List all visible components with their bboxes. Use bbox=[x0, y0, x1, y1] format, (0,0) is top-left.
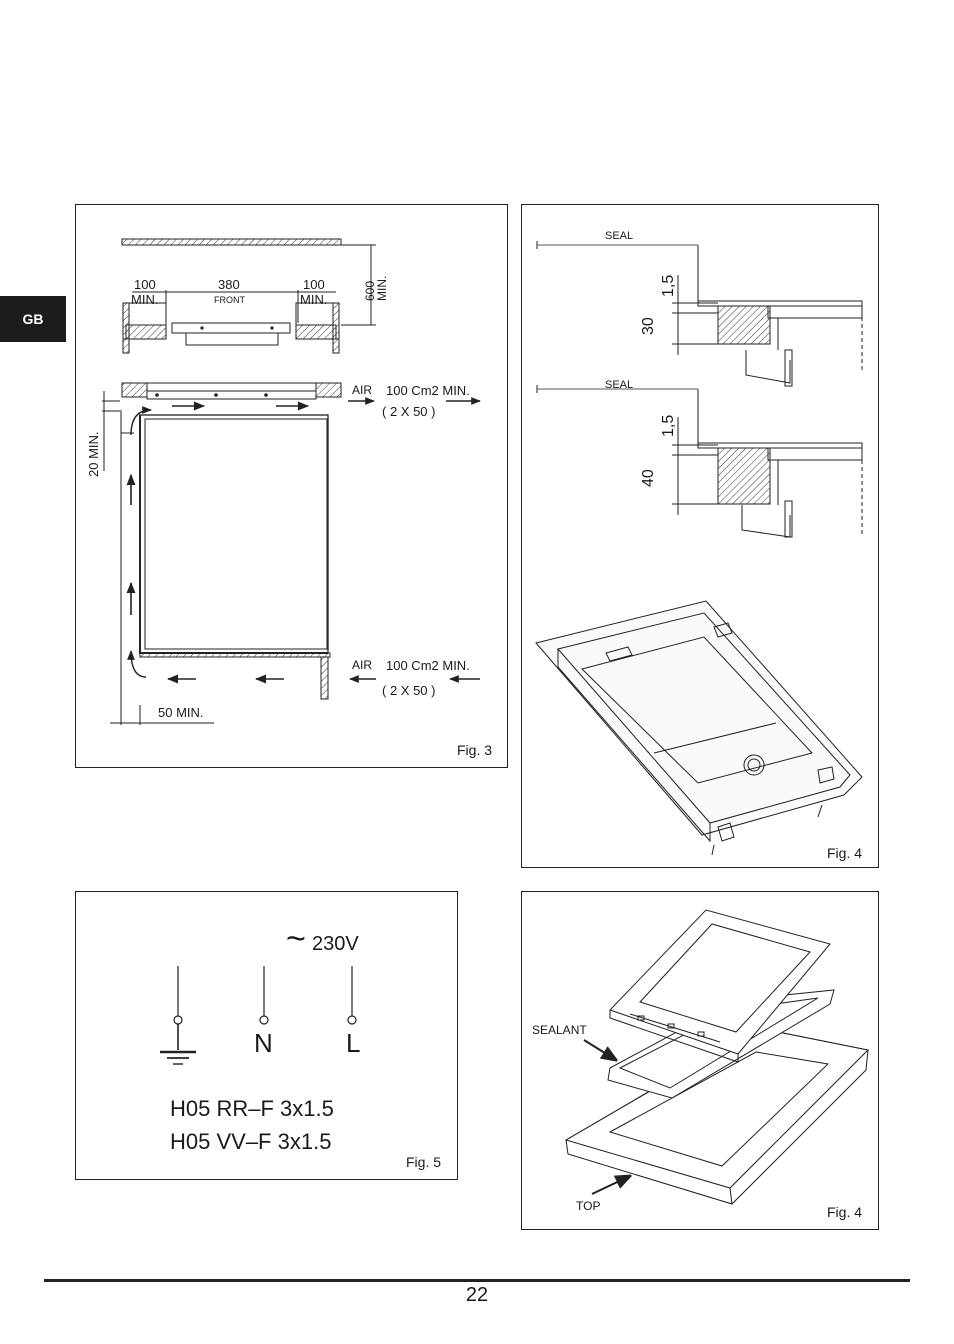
live-label: L bbox=[346, 1028, 360, 1058]
page-number: 22 bbox=[465, 1284, 489, 1306]
side-min-label: 20 MIN. bbox=[86, 431, 101, 477]
fig4-install-panel: SEAL 1,5 30 SEAL 1,5 40 bbox=[521, 204, 879, 868]
sealant-label: SEALANT bbox=[532, 1023, 587, 1037]
dim-depth-min: MIN. bbox=[375, 276, 389, 301]
dim-right: 100 bbox=[303, 277, 325, 292]
air-bottom-area: 100 Cm2 MIN. bbox=[386, 658, 470, 673]
neutral-label: N bbox=[254, 1028, 273, 1058]
seal-label-2: SEAL bbox=[605, 379, 633, 391]
thickness-label-1: 30 bbox=[640, 317, 657, 335]
gap-label-1: 1,5 bbox=[660, 275, 677, 297]
fig4-install-label: Fig. 4 bbox=[827, 845, 863, 861]
footer-rule bbox=[44, 1279, 910, 1282]
fig3-drawing: 100 MIN. 380 FRONT 100 MIN. 600 MIN. bbox=[86, 238, 481, 725]
top-label: TOP bbox=[576, 1199, 600, 1213]
voltage-symbol: ~ bbox=[286, 920, 306, 958]
dim-left: 100 bbox=[134, 277, 156, 292]
cable-spec-2: H05 VV–F 3x1.5 bbox=[170, 1129, 331, 1154]
bottom-min-label: 50 MIN. bbox=[158, 705, 204, 720]
fig5-panel: ~ 230V N L H05 RR–F 3x1.5 H05 VV–F 3x1.5… bbox=[75, 891, 458, 1180]
air-top-split: ( 2 X 50 ) bbox=[382, 404, 435, 419]
dim-center: 380 bbox=[218, 277, 240, 292]
hob-underside-illustration bbox=[535, 600, 863, 856]
language-tab-label: GB bbox=[22, 311, 44, 327]
fig5-drawing: ~ 230V N L H05 RR–F 3x1.5 H05 VV–F 3x1.5 bbox=[160, 920, 360, 1154]
fig4-sealant-panel: SEALANT TOP Fig. 4 bbox=[521, 891, 879, 1230]
dim-front: FRONT bbox=[214, 295, 245, 305]
thickness-label-2: 40 bbox=[640, 469, 657, 487]
fig4-install-drawing: SEAL 1,5 30 SEAL 1,5 40 bbox=[535, 230, 863, 856]
fig4-sealant-label: Fig. 4 bbox=[827, 1204, 863, 1220]
fig3-label: Fig. 3 bbox=[457, 742, 493, 758]
gap-label-2: 1,5 bbox=[660, 415, 677, 437]
air-bottom-label: AIR bbox=[352, 658, 372, 672]
fig5-label: Fig. 5 bbox=[406, 1154, 442, 1170]
voltage-label: 230V bbox=[312, 933, 359, 955]
language-tab: GB bbox=[0, 296, 66, 342]
dim-depth: 600 bbox=[363, 281, 377, 301]
cable-spec-1: H05 RR–F 3x1.5 bbox=[170, 1096, 334, 1121]
dim-left-min: MIN. bbox=[131, 292, 158, 307]
seal-label-1: SEAL bbox=[605, 230, 633, 242]
air-top-label: AIR bbox=[352, 383, 372, 397]
fig4-sealant-drawing: SEALANT TOP bbox=[532, 909, 870, 1213]
air-bottom-split: ( 2 X 50 ) bbox=[382, 683, 435, 698]
dim-right-min: MIN. bbox=[300, 292, 327, 307]
fig3-panel: 100 MIN. 380 FRONT 100 MIN. 600 MIN. bbox=[75, 204, 508, 768]
air-top-area: 100 Cm2 MIN. bbox=[386, 383, 470, 398]
upper-shelf bbox=[121, 238, 342, 246]
